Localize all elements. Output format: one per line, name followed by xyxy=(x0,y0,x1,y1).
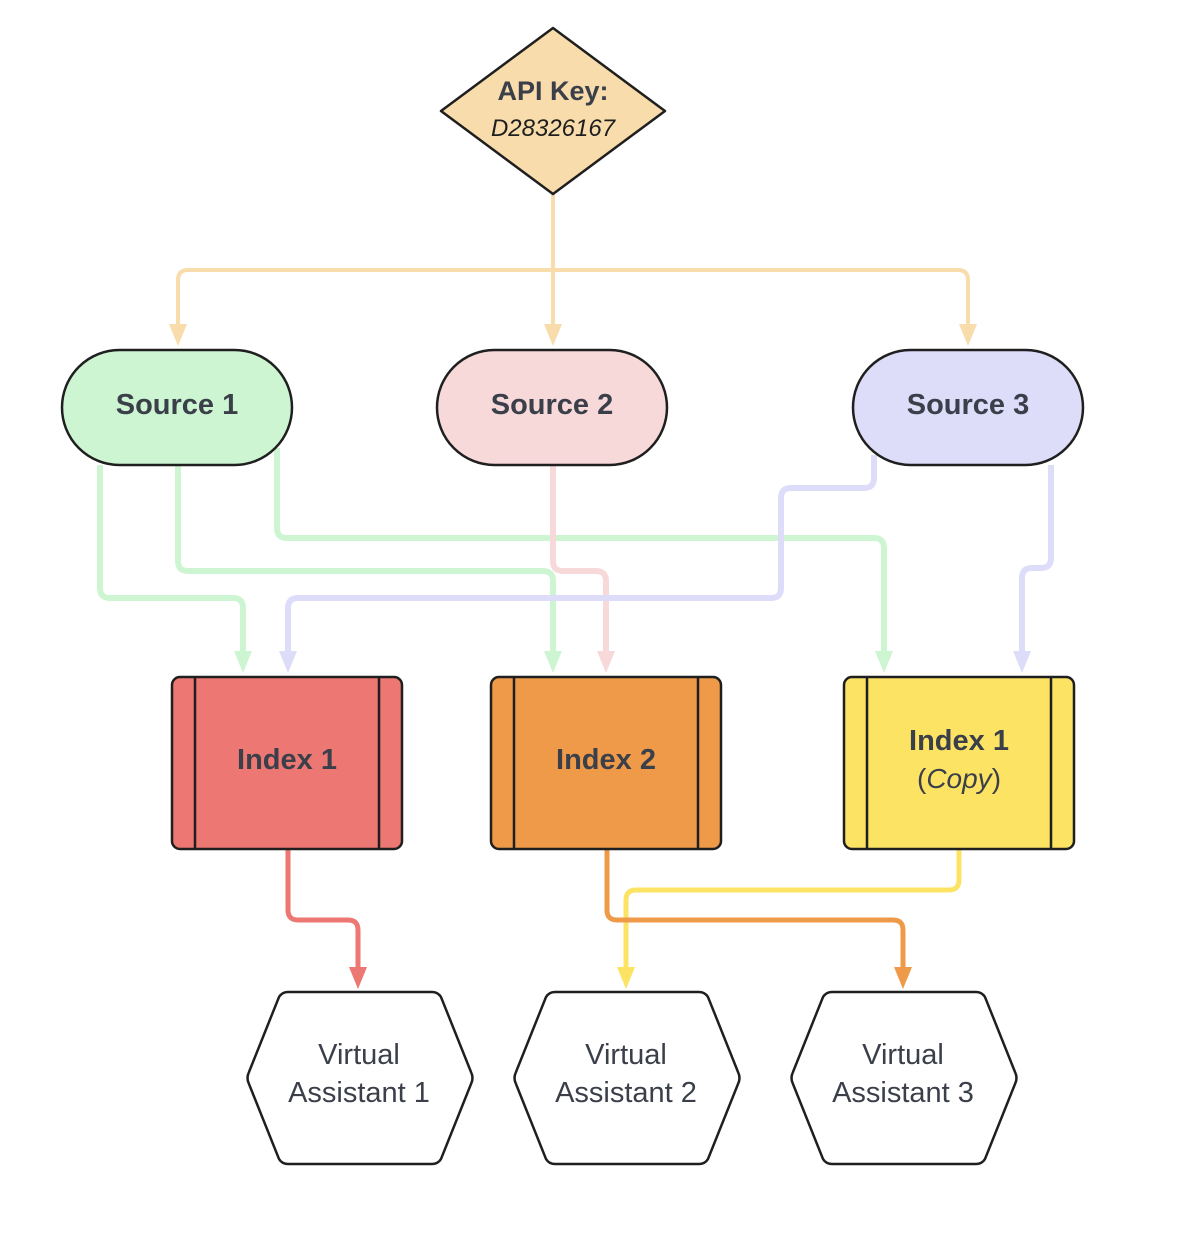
source-3-pill xyxy=(851,348,1085,467)
index-1-to-assistant-1 xyxy=(285,849,367,989)
index-copy-note-text: Copy xyxy=(926,763,993,794)
source-1-to-index-2-arrowhead xyxy=(544,651,562,673)
api-to-source-3-arrowhead xyxy=(959,324,977,346)
index-copy-note: (Copy) xyxy=(917,763,1001,794)
source-1-pill xyxy=(60,348,294,467)
index-copy-node[interactable]: Index 1 (Copy) xyxy=(842,675,1076,851)
source-3-to-index-copy-line xyxy=(1019,465,1054,657)
index-copy-to-assistant-2-arrowhead xyxy=(617,967,635,989)
index-copy-note-open: ( xyxy=(917,763,927,794)
index-2-node[interactable]: Index 2 xyxy=(489,675,723,851)
index-2-to-assistant-3 xyxy=(604,849,912,989)
index-copy-box xyxy=(842,675,1076,851)
api-to-source-2 xyxy=(544,194,562,346)
source-3-node[interactable]: Source 3 xyxy=(851,348,1085,467)
index-1-node[interactable]: Index 1 xyxy=(170,675,404,851)
virtual-assistant-1-line1: Virtual xyxy=(318,1039,400,1071)
index-2-to-assistant-3-line xyxy=(604,849,906,973)
virtual-assistant-3-hexagon xyxy=(790,990,1018,1166)
source-3-to-index-copy xyxy=(1013,465,1054,673)
source-1-to-index-1-arrowhead xyxy=(234,651,252,673)
virtual-assistant-2-node[interactable]: Virtual Assistant 2 xyxy=(513,990,741,1166)
virtual-assistant-1-node[interactable]: Virtual Assistant 1 xyxy=(246,990,474,1166)
index-copy-label: Index 1 xyxy=(909,725,1009,757)
source-1-to-index-2 xyxy=(175,465,562,673)
index-1-to-assistant-1-arrowhead xyxy=(349,967,367,989)
virtual-assistant-3-line1: Virtual xyxy=(862,1039,944,1071)
source-1-to-index-1 xyxy=(97,465,252,673)
virtual-assistant-1-line2: Assistant 1 xyxy=(288,1077,430,1109)
source-2-node[interactable]: Source 2 xyxy=(435,348,669,467)
source-2-to-index-2 xyxy=(550,465,615,673)
source-1-node[interactable]: Source 1 xyxy=(60,348,294,467)
source-1-label: Source 1 xyxy=(116,389,239,421)
api-to-source-1-line xyxy=(176,268,553,330)
index-2-to-assistant-3-arrowhead xyxy=(894,967,912,989)
api-to-source-3-line xyxy=(553,268,970,330)
virtual-assistant-1-hexagon xyxy=(246,990,474,1166)
virtual-assistant-2-line1: Virtual xyxy=(585,1039,667,1071)
index-copy-to-assistant-2 xyxy=(617,849,962,989)
index-1-to-assistant-1-line xyxy=(285,849,361,973)
virtual-assistant-3-node[interactable]: Virtual Assistant 3 xyxy=(790,990,1018,1166)
index-2-label: Index 2 xyxy=(556,744,656,776)
api-to-source-2-arrowhead xyxy=(544,324,562,346)
virtual-assistant-3-line2: Assistant 3 xyxy=(832,1077,974,1109)
source-2-to-index-2-arrowhead xyxy=(597,651,615,673)
index-1-box xyxy=(170,675,404,851)
source-2-pill xyxy=(435,348,669,467)
source-1-to-index-2-line xyxy=(175,465,556,657)
index-copy-to-assistant-2-line xyxy=(623,849,962,973)
api-key-node[interactable]: API Key: D28326167 xyxy=(439,26,667,196)
source-3-to-index-copy-arrowhead xyxy=(1013,651,1031,673)
api-key-label: API Key: xyxy=(497,76,608,106)
api-to-source-1 xyxy=(169,268,553,346)
api-key-diamond xyxy=(439,26,667,196)
source-3-to-index-1 xyxy=(279,455,877,673)
virtual-assistant-2-hexagon xyxy=(513,990,741,1166)
source-1-to-index-copy-line xyxy=(274,448,887,657)
api-to-source-3 xyxy=(553,268,977,346)
virtual-assistant-2-line2: Assistant 2 xyxy=(555,1077,697,1109)
source-3-to-index-1-arrowhead xyxy=(279,651,297,673)
source-1-to-index-copy xyxy=(274,448,893,673)
source-1-to-index-copy-arrowhead xyxy=(875,651,893,673)
index-1-label: Index 1 xyxy=(237,744,337,776)
source-3-to-index-1-line xyxy=(285,455,877,657)
api-key-value: D28326167 xyxy=(491,115,617,142)
connectors xyxy=(97,194,1054,989)
source-3-label: Source 3 xyxy=(907,389,1030,421)
api-to-source-1-arrowhead xyxy=(169,324,187,346)
source-2-label: Source 2 xyxy=(491,389,614,421)
index-copy-note-close: ) xyxy=(992,763,1001,794)
index-2-box xyxy=(489,675,723,851)
source-1-to-index-1-line xyxy=(97,465,246,657)
source-2-to-index-2-line xyxy=(550,465,609,657)
